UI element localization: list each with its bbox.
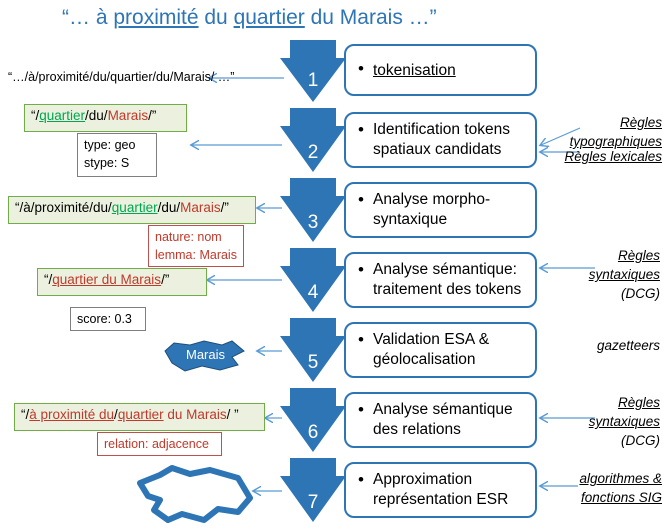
note-regles-syntaxiques-b: Règles syntaxiques (DCG): [588, 395, 660, 448]
diagram-title: “… à proximité du quartier du Marais …”: [62, 6, 437, 29]
marais-label: Marais: [186, 347, 226, 362]
note-regles-typographiques: Règles typographiques: [569, 115, 662, 149]
step-number: 4: [307, 282, 319, 303]
step-number: 3: [307, 212, 319, 233]
note-gazetteers: gazetteers: [596, 338, 660, 353]
step-number: 6: [307, 422, 319, 443]
token-box-step6: “/à proximité du/quartier du Marais/ ”: [14, 403, 265, 431]
step-number: 5: [307, 352, 319, 373]
step-box-morpho: • Analyse morpho-syntaxique: [344, 182, 537, 238]
note-algorithmes: algorithmes & fonctions SIG: [579, 471, 662, 505]
step-box-validation: • Validation ESA & géolocalisation: [344, 322, 537, 378]
note-regles-syntaxiques-a: Règles syntaxiques (DCG): [588, 248, 660, 301]
attributes-box-step2: type: geo stype: S: [77, 133, 157, 177]
attributes-box-step3: nature: nom lemma: Marais: [148, 225, 244, 267]
step-box-approximation: • Approximation représentation ESR: [344, 462, 537, 518]
step-box-identification: • Identification tokens spatiaux candida…: [344, 112, 537, 168]
step-number: 1: [307, 70, 319, 91]
token-box-step2: “/quartier/du/Marais/”: [24, 104, 187, 132]
step-number: 2: [307, 142, 319, 163]
token-box-step4: “/quartier du Marais/”: [37, 268, 207, 296]
step-box-semantic-tokens: • Analyse sémantique: traitement des tok…: [344, 252, 537, 308]
step-box-semantic-relations: • Analyse sémantique des relations: [344, 392, 537, 448]
esr-shape: [137, 465, 253, 523]
token-box-step3: “/à/proximité/du/quartier/du/Marais/”: [8, 196, 256, 224]
step-number: 7: [307, 492, 319, 513]
step-box-tokenisation: • tokenisation: [344, 44, 537, 96]
note-regles-lexicales: Règles lexicales: [564, 149, 662, 164]
input-tokens-text: “…/à/proximité/du/quartier/du/Marais/ …”: [8, 70, 235, 84]
score-box-step4: score: 0.3: [70, 307, 146, 331]
pipeline-chevrons: [280, 40, 346, 522]
relation-box-step6: relation: adjacence: [97, 432, 222, 456]
marais-shape: [164, 340, 245, 372]
